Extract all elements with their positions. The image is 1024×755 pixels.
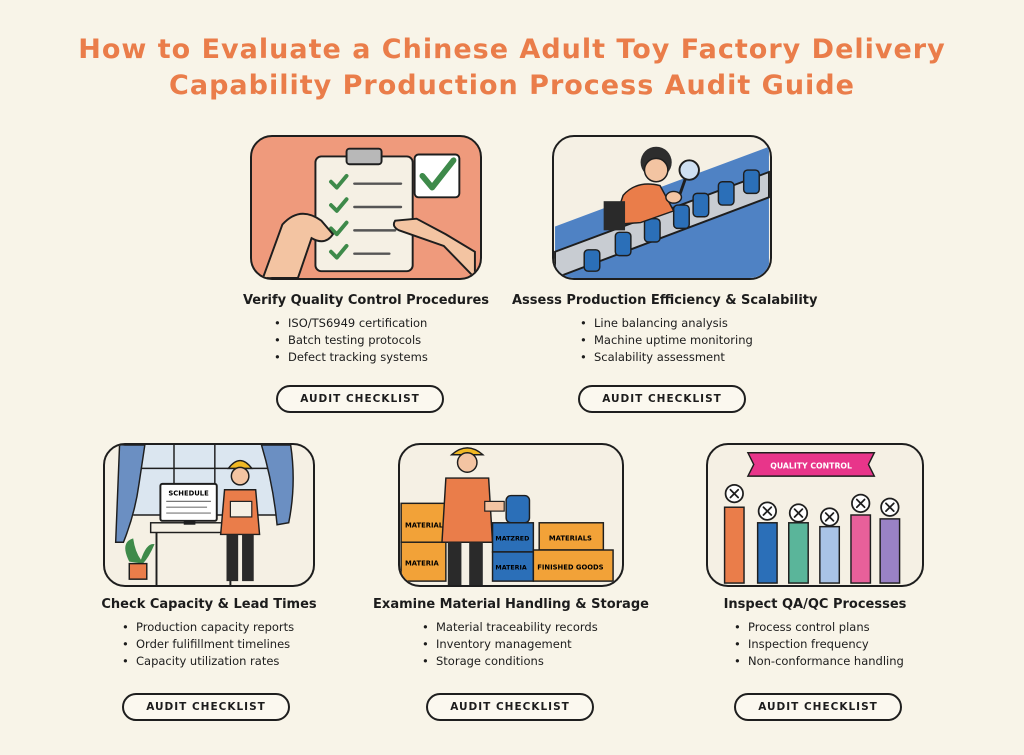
- page-title-line-2: Capability Production Process Audit Guid…: [169, 70, 855, 101]
- card-title: Check Capacity & Lead Times: [101, 597, 317, 612]
- card-material-handling: MATERIAL MATERIA MATZRED MATERIA MATERIA…: [373, 443, 649, 725]
- list-item: Order fulifillment timelines: [122, 636, 294, 653]
- material-storage-illustration: MATERIAL MATERIA MATZRED MATERIA MATERIA…: [398, 443, 624, 587]
- card-title: Inspect QA/QC Processes: [723, 597, 907, 612]
- audit-checklist-button[interactable]: AUDIT CHECKLIST: [426, 693, 594, 721]
- box-label: MATERIA: [405, 560, 440, 568]
- list-item: Defect tracking systems: [274, 349, 428, 366]
- card-capacity-lead-times: SCHEDULE Check Capacity & Lead Times Pro…: [101, 443, 317, 725]
- card-title: Verify Quality Control Procedures: [242, 293, 490, 308]
- conveyor-inspection-illustration: [552, 135, 772, 280]
- schedule-screen-label: SCHEDULE: [168, 490, 209, 498]
- list-item: Batch testing protocols: [274, 332, 428, 349]
- list-item: Non-conformance handling: [734, 653, 904, 670]
- schedule-monitor-icon: SCHEDULE: [114, 445, 294, 585]
- bullet-list: ISO/TS6949 certification Batch testing p…: [274, 315, 428, 366]
- bullet-list: Process control plans Inspection frequen…: [734, 619, 904, 670]
- list-item: Process control plans: [734, 619, 904, 636]
- audit-checklist-button[interactable]: AUDIT CHECKLIST: [122, 693, 290, 721]
- list-item: Line balancing analysis: [580, 315, 753, 332]
- list-item: Machine uptime monitoring: [580, 332, 753, 349]
- card-production-efficiency: Assess Production Efficiency & Scalabili…: [512, 135, 818, 417]
- box-label: MATZRED: [495, 535, 529, 542]
- page-title: How to Evaluate a Chinese Adult Toy Fact…: [0, 32, 1024, 104]
- card-title: Assess Production Efficiency & Scalabili…: [512, 293, 818, 308]
- list-item: Production capacity reports: [122, 619, 294, 636]
- list-item: ISO/TS6949 certification: [274, 315, 428, 332]
- card-qa-qc: QUALITY CONTROL: [706, 443, 924, 725]
- list-item: Scalability assessment: [580, 349, 753, 366]
- conveyor-belt-icon: [554, 146, 770, 278]
- list-item: Capacity utilization rates: [122, 653, 294, 670]
- storage-boxes-icon: MATERIAL MATERIA MATZRED MATERIA MATERIA…: [400, 447, 614, 585]
- clipboard-icon: [261, 147, 476, 278]
- box-label: MATERIA: [495, 564, 526, 571]
- page-title-line-1: How to Evaluate a Chinese Adult Toy Fact…: [78, 34, 946, 65]
- quality-control-banner: QUALITY CONTROL: [770, 461, 852, 470]
- scheduling-illustration: SCHEDULE: [103, 443, 315, 587]
- list-item: Inspection frequency: [734, 636, 904, 653]
- box-label: MATERIAL: [405, 522, 444, 530]
- audit-checklist-button[interactable]: AUDIT CHECKLIST: [734, 693, 902, 721]
- bullet-list: Production capacity reports Order fulifi…: [122, 619, 294, 670]
- bullet-list: Material traceability records Inventory …: [422, 619, 598, 670]
- audit-checklist-button[interactable]: AUDIT CHECKLIST: [578, 385, 746, 413]
- clipboard-checklist-illustration: [250, 135, 482, 280]
- list-item: Storage conditions: [422, 653, 598, 670]
- box-label: FINISHED GOODS: [537, 563, 603, 571]
- quality-control-bars-icon: QUALITY CONTROL: [723, 452, 901, 584]
- card-title: Examine Material Handling & Storage: [373, 597, 649, 612]
- quality-control-chart-illustration: QUALITY CONTROL: [706, 443, 924, 587]
- card-quality-control: Verify Quality Control Procedures ISO/TS…: [243, 135, 489, 417]
- x-mark-icon: [724, 483, 900, 527]
- box-label: MATERIALS: [549, 534, 592, 542]
- bullet-list: Line balancing analysis Machine uptime m…: [580, 315, 753, 366]
- list-item: Material traceability records: [422, 619, 598, 636]
- audit-checklist-button[interactable]: AUDIT CHECKLIST: [276, 385, 444, 413]
- list-item: Inventory management: [422, 636, 598, 653]
